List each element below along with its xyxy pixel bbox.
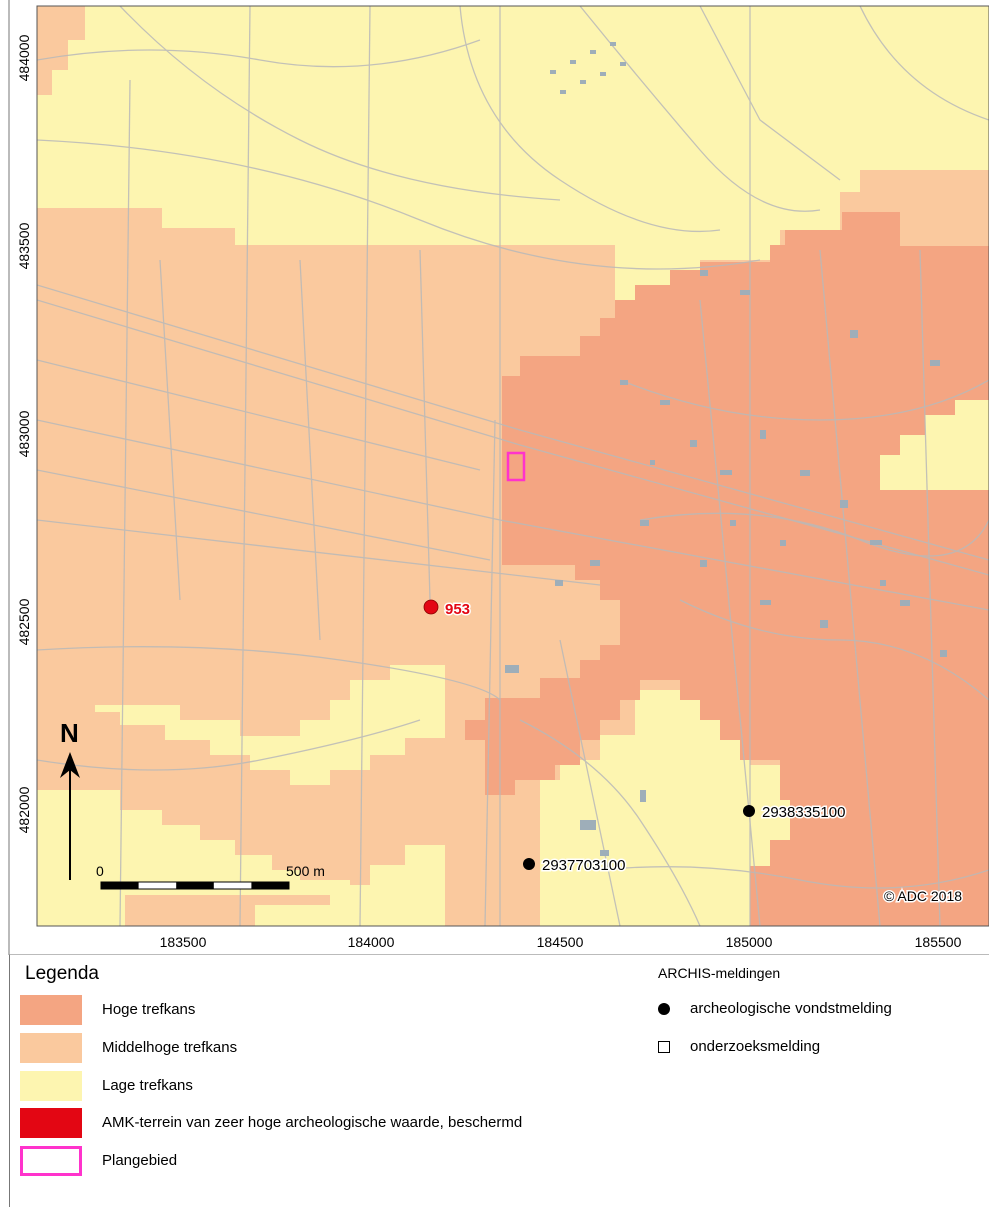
map-frame — [36, 5, 989, 927]
copyright-label: © ADC 2018 — [884, 888, 962, 904]
legend-swatch — [20, 1033, 82, 1063]
archis-point-marker — [523, 858, 535, 870]
legend-item-plangebied: Plangebied — [20, 1146, 620, 1178]
x-tick-label: 185000 — [726, 934, 773, 950]
filled-circle-icon — [658, 1003, 670, 1015]
archis-legend-label: onderzoeksmelding — [690, 1038, 821, 1055]
archis-legend-item-onderzoek: onderzoeksmelding — [658, 1037, 978, 1059]
archis-point-label: 2937703100 — [542, 857, 625, 874]
north-arrow-label: N — [60, 718, 79, 748]
legend-swatch — [20, 1071, 82, 1101]
y-tick-label: 484000 — [16, 34, 32, 81]
x-axis-ticks: 183500 184000 184500 185000 185500 — [160, 934, 962, 950]
legend-swatch — [20, 995, 82, 1025]
legend-title: Legenda — [25, 963, 99, 984]
y-tick-label: 482500 — [16, 598, 32, 645]
zone-hoge — [465, 212, 989, 926]
y-tick-label: 483000 — [16, 410, 32, 457]
buildings — [505, 42, 947, 856]
legend: Legenda Hoge trefkans Middelhoge trefkan… — [10, 955, 989, 1207]
north-arrow: N — [60, 718, 80, 880]
legend-swatch — [20, 1146, 82, 1176]
archis-point-label: 2938335100 — [762, 804, 845, 821]
x-tick-label: 183500 — [160, 934, 207, 950]
legend-item-middelhoge: Middelhoge trefkans — [20, 1033, 620, 1065]
x-tick-label: 185500 — [915, 934, 962, 950]
y-axis-ticks: 484000 483500 483000 482500 482000 — [16, 34, 32, 833]
legend-item-lage: Lage trefkans — [20, 1071, 620, 1103]
archis-legend-item-vondst: archeologische vondstmelding — [658, 999, 978, 1021]
legend-item-label: Lage trefkans — [102, 1077, 193, 1094]
archis-legend-label: archeologische vondstmelding — [690, 1000, 892, 1017]
archis-legend-title: ARCHIS-meldingen — [658, 965, 781, 981]
empty-square-icon — [658, 1041, 670, 1053]
legend-item-label: Plangebied — [102, 1152, 178, 1169]
map-panel: 953 2938335100 2937703100 N 0 500 m © AD… — [8, 0, 989, 955]
map-content: 953 2938335100 2937703100 N 0 500 m © AD… — [37, 6, 989, 926]
scale-bar: 0 500 m — [96, 863, 325, 890]
legend-item-label: AMK-terrein van zeer hoge archeologische… — [102, 1114, 523, 1131]
zone-lage-ne-wedge — [880, 400, 989, 490]
legend-item-label: Middelhoge trefkans — [102, 1039, 238, 1056]
road-network — [37, 6, 989, 926]
y-tick-label: 483500 — [16, 222, 32, 269]
scale-bar-end-label: 500 m — [286, 863, 325, 879]
plangebied-outline — [506, 451, 526, 482]
zone-lage-pockets — [37, 400, 989, 926]
legend-frame-left — [9, 955, 10, 1207]
legend-item-hoge: Hoge trefkans — [20, 995, 620, 1027]
scale-bar-start-label: 0 — [96, 863, 104, 879]
legend-item-amk: AMK-terrein van zeer hoge archeologische… — [20, 1108, 620, 1140]
amk-site-marker — [423, 599, 439, 615]
amk-site-label: 953 — [445, 601, 470, 618]
x-tick-label: 184000 — [348, 934, 395, 950]
archis-point-marker — [743, 805, 755, 817]
y-tick-label: 482000 — [16, 786, 32, 833]
legend-item-label: Hoge trefkans — [102, 1001, 196, 1018]
legend-swatch — [20, 1108, 82, 1138]
x-tick-label: 184500 — [537, 934, 584, 950]
north-arrow-icon — [60, 752, 80, 778]
